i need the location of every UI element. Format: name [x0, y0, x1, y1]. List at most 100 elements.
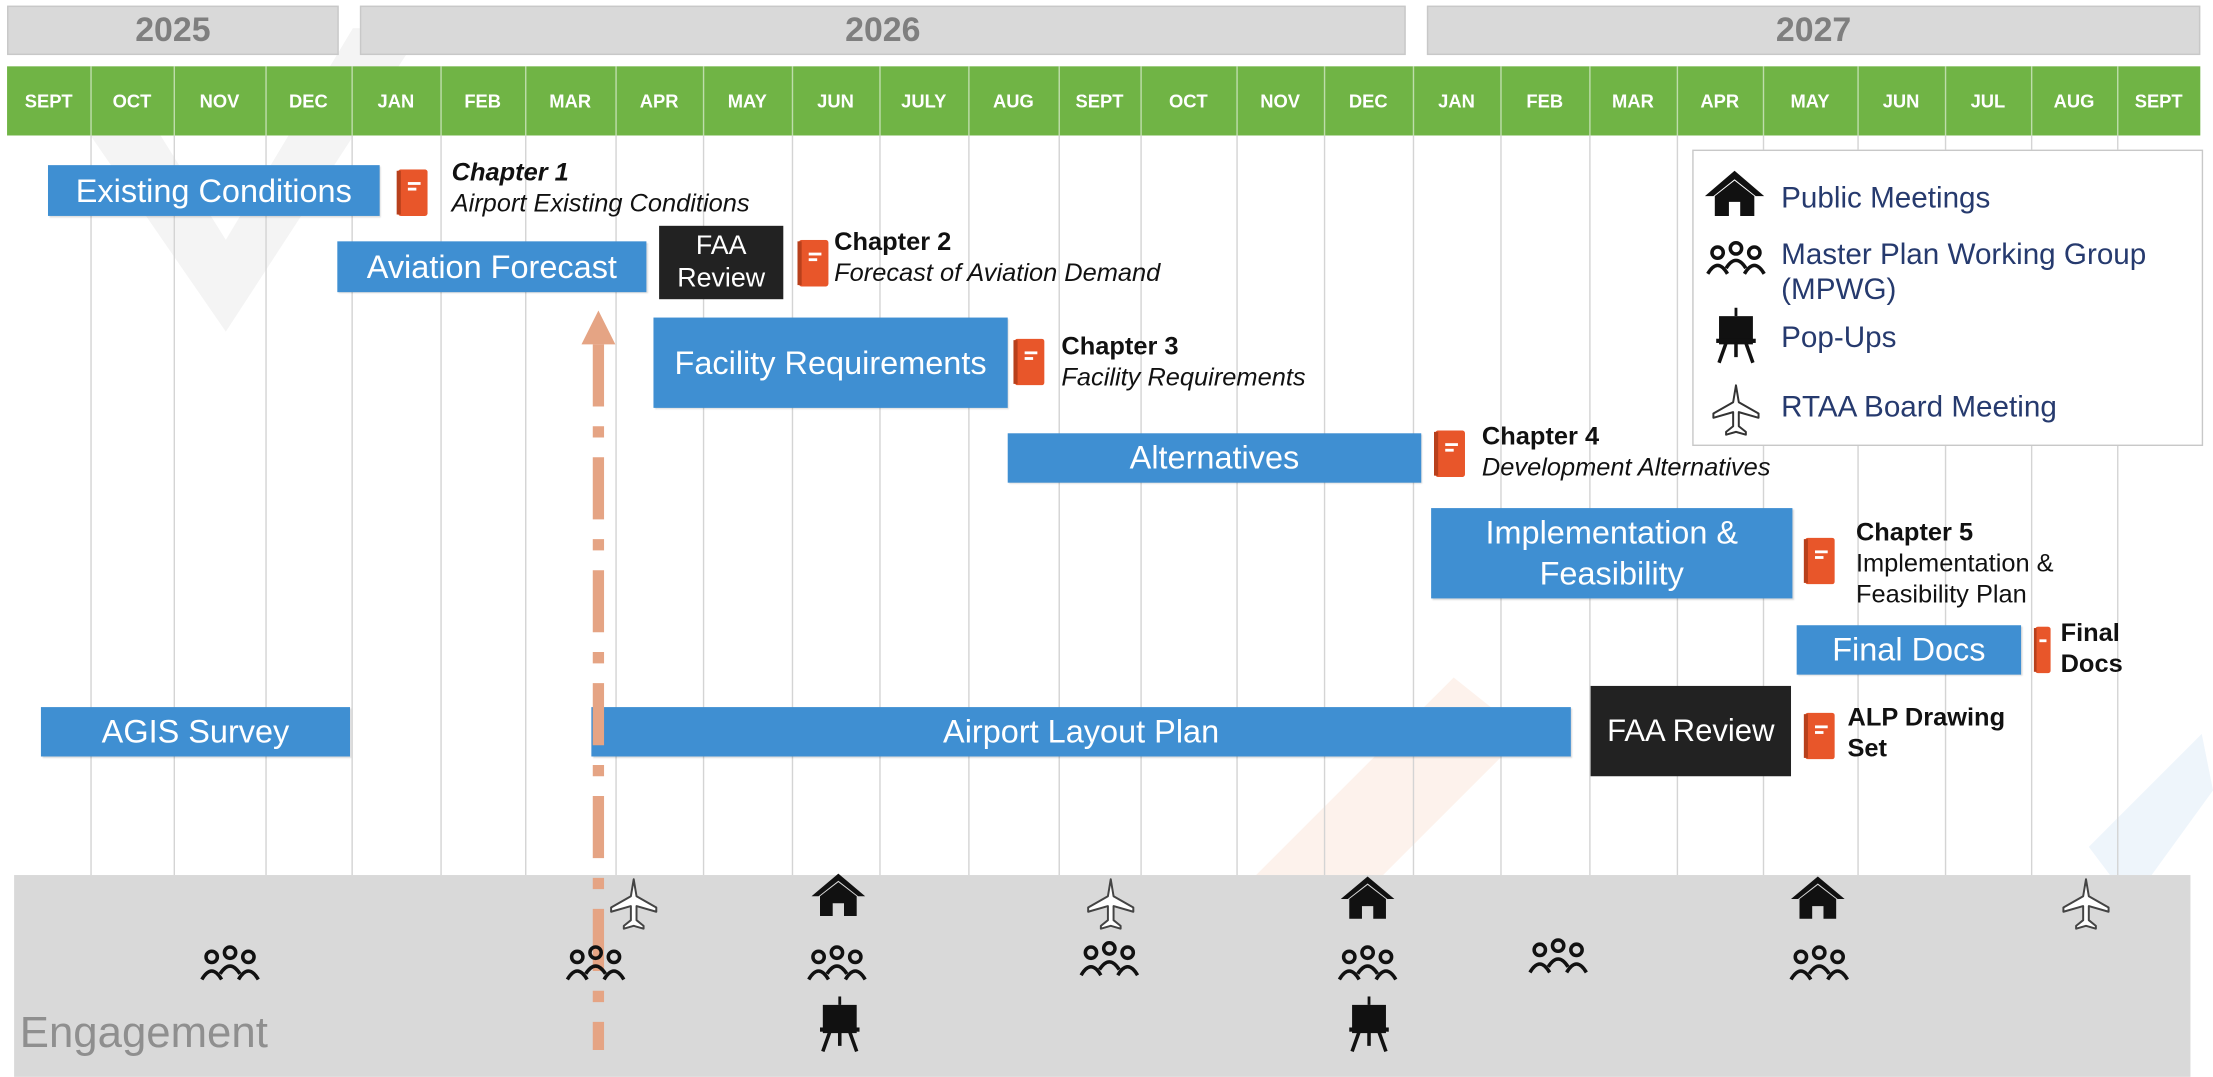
- year-header-2026: 2026: [359, 5, 1406, 56]
- chapter-2-title: Chapter 2: [834, 227, 952, 256]
- task-implementation-feasibility: Implementation & Feasibility: [1431, 508, 1793, 599]
- month-gridline: [440, 135, 442, 876]
- month-gridline: [351, 135, 353, 876]
- month-separator: [879, 66, 881, 136]
- month-gridline: [525, 135, 527, 876]
- month-gridline: [1323, 135, 1326, 876]
- month-header: SEPT: [24, 90, 73, 112]
- month-separator: [265, 66, 267, 136]
- book-icon: [2033, 626, 2051, 674]
- month-header: JUL: [1970, 90, 2006, 112]
- book-icon: [1803, 537, 1835, 585]
- month-separator: [173, 66, 176, 136]
- easel-icon: [1348, 996, 1390, 1060]
- month-header: FEB: [1526, 90, 1564, 112]
- month-header: SEPT: [2134, 90, 2183, 112]
- month-gridline: [1762, 135, 1765, 876]
- people-group-icon: [1706, 240, 1766, 275]
- month-gridline: [173, 135, 176, 876]
- month-separator: [1058, 66, 1060, 136]
- airplane-icon: [610, 878, 658, 939]
- month-separator: [1676, 66, 1679, 136]
- year-header-2025: 2025: [7, 5, 339, 56]
- month-gridline: [968, 135, 970, 876]
- month-separator: [1323, 66, 1326, 136]
- book-icon: [797, 239, 829, 287]
- people-group-icon: [1077, 940, 1142, 989]
- deliverable-chapter-5: Chapter 5 Implementation & Feasibility P…: [1856, 517, 2110, 610]
- month-header: MAY: [727, 90, 767, 112]
- month-header: JUN: [1882, 90, 1920, 112]
- people-group-icon: [804, 944, 869, 993]
- engagement-label: Engagement: [19, 1007, 268, 1058]
- month-gridline: [1944, 135, 1947, 876]
- deliverable-chapter-2: Chapter 2 Forecast of Aviation Demand: [834, 226, 1160, 288]
- month-header: DEC: [288, 90, 328, 112]
- deliverable-alp-drawing-set: ALP Drawing Set: [1847, 702, 2006, 763]
- chapter-5-subtitle: Implementation & Feasibility Plan: [1855, 549, 2054, 609]
- month-separator: [968, 66, 970, 136]
- task-agis-survey: AGIS Survey: [40, 707, 351, 757]
- current-date-marker: [581, 310, 616, 1051]
- chapter-4-title: Chapter 4: [1481, 421, 1600, 451]
- people-group-icon: [1335, 944, 1400, 993]
- month-separator: [1500, 66, 1502, 136]
- month-separator: [1857, 66, 1859, 136]
- book-icon: [1803, 712, 1835, 760]
- month-header: FEB: [464, 90, 502, 112]
- month-gridline: [791, 135, 794, 876]
- month-gridline: [1140, 135, 1142, 876]
- deliverable-chapter-1: Chapter 1 Airport Existing Conditions: [452, 157, 750, 219]
- month-separator: [2030, 66, 2033, 136]
- deliverable-final-docs: Final Docs: [2060, 618, 2123, 678]
- month-header: NOV: [199, 90, 240, 112]
- month-header: AUG: [992, 90, 1034, 112]
- book-icon: [1013, 338, 1045, 386]
- chapter-3-subtitle: Facility Requirements: [1061, 362, 1306, 391]
- month-gridline: [1236, 135, 1238, 876]
- faa-review-1: FAA Review: [659, 225, 784, 300]
- legend-public-meetings: Public Meetings: [1781, 182, 1991, 215]
- people-group-icon: [1787, 944, 1852, 993]
- chapter-1-subtitle: Airport Existing Conditions: [451, 189, 750, 218]
- month-header: JAN: [377, 90, 415, 112]
- month-header: OCT: [112, 90, 152, 112]
- month-gridline: [2030, 135, 2033, 876]
- people-group-icon: [1526, 937, 1591, 986]
- book-icon: [396, 169, 428, 216]
- month-separator: [90, 66, 92, 136]
- month-header: APR: [1700, 90, 1740, 112]
- chapter-3-title: Chapter 3: [1061, 331, 1179, 360]
- month-header: MAR: [549, 90, 592, 112]
- house-icon: [1790, 875, 1846, 927]
- month-separator: [351, 66, 353, 136]
- people-group-icon: [198, 944, 263, 993]
- month-header: MAR: [1612, 90, 1654, 112]
- task-airport-layout-plan: Airport Layout Plan: [591, 707, 1571, 757]
- month-gridline: [615, 135, 617, 876]
- month-header: APR: [639, 90, 679, 112]
- month-separator: [1589, 66, 1591, 136]
- book-icon: [1433, 430, 1465, 478]
- airplane-icon: [1712, 384, 1760, 436]
- month-header: OCT: [1168, 90, 1208, 112]
- month-separator: [440, 66, 442, 136]
- month-separator: [1412, 66, 1415, 136]
- task-existing-conditions: Existing Conditions: [47, 165, 380, 216]
- month-separator: [1762, 66, 1765, 136]
- task-aviation-forecast: Aviation Forecast: [337, 241, 647, 293]
- task-final-docs: Final Docs: [1796, 625, 2022, 675]
- faa-review-2: FAA Review: [1590, 685, 1792, 777]
- house-icon: [1704, 170, 1765, 216]
- month-separator: [615, 66, 617, 136]
- month-header: MAY: [1790, 90, 1830, 112]
- house-icon: [1339, 875, 1395, 927]
- month-separator: [525, 66, 527, 136]
- month-header: JULY: [901, 90, 947, 112]
- house-icon: [810, 872, 866, 924]
- month-gridline: [1676, 135, 1679, 876]
- month-separator: [1944, 66, 1947, 136]
- month-gridline: [1500, 135, 1502, 876]
- month-header: JUN: [817, 90, 854, 112]
